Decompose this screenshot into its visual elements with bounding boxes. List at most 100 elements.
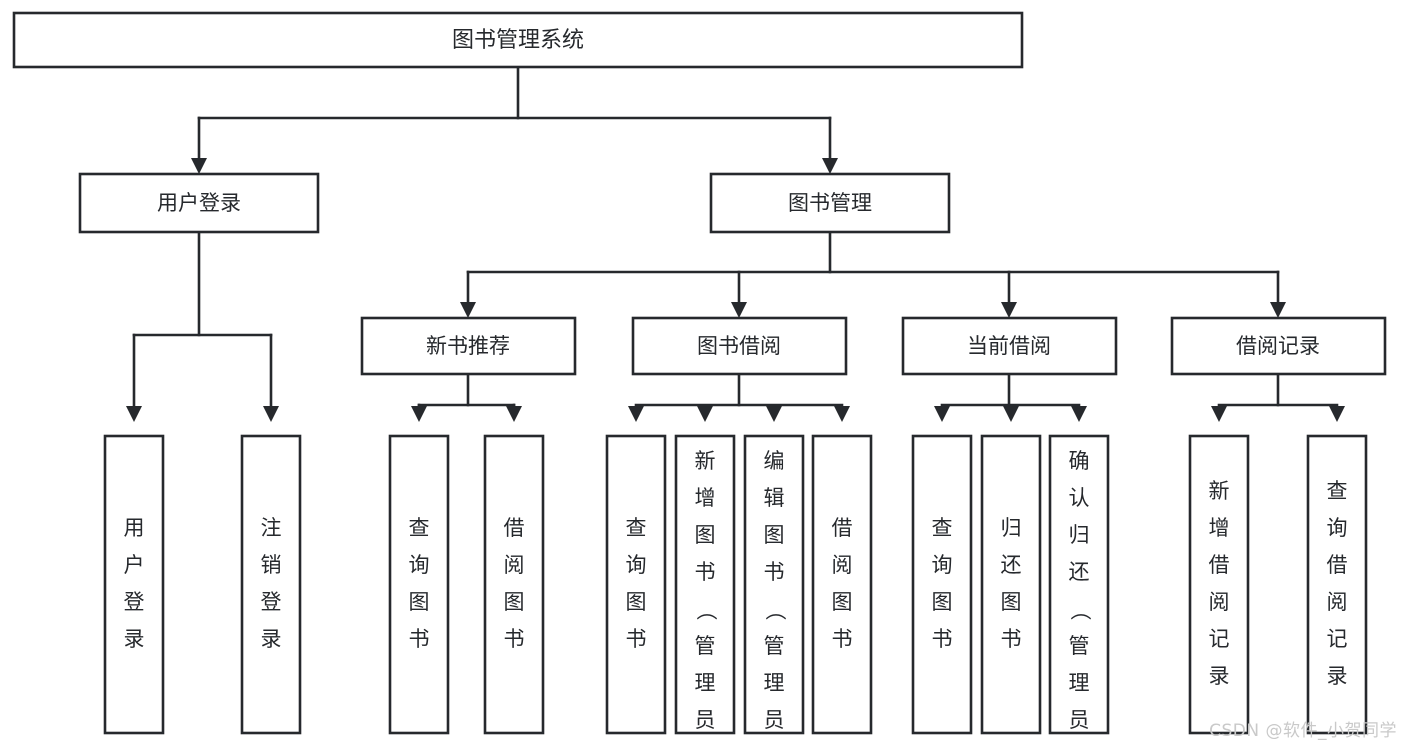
svg-text:注: 注 [261,516,282,540]
node-book-management-label: 图书管理 [788,191,872,215]
arrowhead-bookborrow-leaf-4 [834,406,850,422]
leaf-newbook-query-book-rect[interactable] [388,434,450,735]
svg-text:图: 图 [932,590,953,614]
leaf-label-layer: 用户登录注销登录查询图书借阅图书查询图书新增图书（管理员）编辑图书（管理员）借阅… [124,449,1348,732]
svg-text:查: 查 [1327,479,1348,503]
svg-text:借: 借 [1209,553,1230,577]
leaf-newbook-borrow-book[interactable] [483,434,545,735]
svg-text:还: 还 [1001,553,1022,577]
leaf-currentborrow-return-book[interactable] [980,434,1042,735]
leaf-bookborrow-query-book-rect[interactable] [605,434,667,735]
svg-text:管: 管 [764,634,785,658]
arrowhead-newbook-leaf-1 [411,406,427,422]
node-new-book-recommend-rect[interactable] [360,316,577,376]
svg-text:书: 书 [932,627,953,651]
node-current-borrow-rect[interactable] [901,316,1118,376]
svg-text:录: 录 [1327,664,1348,688]
arrowhead-bookborrow-leaf-1 [628,406,644,422]
leaf-newbook-borrow-book-rect[interactable] [483,434,545,735]
svg-text:阅: 阅 [504,553,525,577]
leaf-logout[interactable] [240,434,302,735]
leaf-user-login[interactable] [103,434,165,735]
svg-text:阅: 阅 [1209,590,1230,614]
arrowhead-new-book [460,302,476,318]
node-root[interactable]: 图书管理系统 [12,11,1024,69]
svg-text:销: 销 [261,553,282,577]
node-borrow-record-label: 借阅记录 [1236,334,1320,358]
node-book-borrow-rect[interactable] [631,316,848,376]
leaf-currentborrow-return-book-rect[interactable] [980,434,1042,735]
leaf-borrowrecord-query-record[interactable] [1306,434,1368,735]
leaf-bookborrow-edit-book-rect[interactable] [743,434,805,735]
svg-text:（: （ [1068,600,1092,621]
node-user-login-rect[interactable] [78,172,320,234]
arrowhead-bookborrow-leaf-3 [766,406,782,422]
node-root-rect[interactable] [12,11,1024,69]
node-borrow-record[interactable]: 借阅记录 [1170,316,1387,376]
svg-text:借: 借 [832,516,853,540]
leaf-currentborrow-confirm-return[interactable] [1048,434,1110,735]
leaf-bookborrow-add-book[interactable] [674,434,736,735]
svg-text:新: 新 [695,449,716,473]
arrowhead-leaf-logout [263,406,279,422]
node-user-login[interactable]: 用户登录 [78,172,320,234]
leaf-borrowrecord-add-record[interactable] [1188,434,1250,735]
arrowhead-borrowrecord-leaf-1 [1211,406,1227,422]
watermark: CSDN @软件_小贺同学 [1209,721,1397,741]
leaf-logout-rect[interactable] [240,434,302,735]
node-borrow-record-rect[interactable] [1170,316,1387,376]
leaf-currentborrow-query-book[interactable] [911,434,973,735]
node-current-borrow[interactable]: 当前借阅 [901,316,1118,376]
svg-text:阅: 阅 [1327,590,1348,614]
svg-text:还: 还 [1069,560,1090,584]
leaf-bookborrow-borrow-book-rect[interactable] [811,434,873,735]
svg-text:查: 查 [932,516,953,540]
svg-text:归: 归 [1001,516,1022,540]
leaf-borrowrecord-query-record-rect[interactable] [1306,434,1368,735]
svg-text:书: 书 [832,627,853,651]
svg-text:询: 询 [1327,516,1348,540]
svg-text:理: 理 [764,671,785,695]
node-new-book-recommend[interactable]: 新书推荐 [360,316,577,376]
svg-text:图: 图 [504,590,525,614]
arrowhead-currentborrow-leaf-1 [934,406,950,422]
arrowhead-currentborrow-leaf-2 [1003,406,1019,422]
leaf-bookborrow-borrow-book[interactable] [811,434,873,735]
leaf-newbook-query-book[interactable] [388,434,450,735]
arrowhead-bookborrow-leaf-2 [697,406,713,422]
svg-text:借: 借 [504,516,525,540]
leaf-currentborrow-query-book-rect[interactable] [911,434,973,735]
arrowhead-newbook-leaf-2 [506,406,522,422]
leaf-borrowrecord-add-record-rect[interactable] [1188,434,1250,735]
leaf-bookborrow-edit-book[interactable] [743,434,805,735]
leaf-bookborrow-add-book-rect[interactable] [674,434,736,735]
leaf-user-login-rect[interactable] [103,434,165,735]
leaf-currentborrow-confirm-return-rect[interactable] [1048,434,1110,735]
svg-text:书: 书 [695,560,716,584]
svg-text:图: 图 [409,590,430,614]
arrowhead-leaf-user-login [126,406,142,422]
leaf-bookborrow-query-book[interactable] [605,434,667,735]
arrowhead-currentborrow-leaf-3 [1071,406,1087,422]
svg-text:图: 图 [626,590,647,614]
svg-text:用: 用 [124,516,145,540]
svg-text:书: 书 [626,627,647,651]
arrowhead-borrowrecord-leaf-2 [1329,406,1345,422]
node-book-borrow[interactable]: 图书借阅 [631,316,848,376]
arrowhead-book-mgmt [822,158,838,174]
svg-text:查: 查 [626,516,647,540]
node-book-management-rect[interactable] [709,172,951,234]
svg-text:录: 录 [261,627,282,651]
svg-text:图: 图 [832,590,853,614]
svg-text:员: 员 [1069,708,1090,732]
svg-text:辑: 辑 [764,486,785,510]
svg-text:（: （ [763,600,787,621]
node-book-management[interactable]: 图书管理 [709,172,951,234]
